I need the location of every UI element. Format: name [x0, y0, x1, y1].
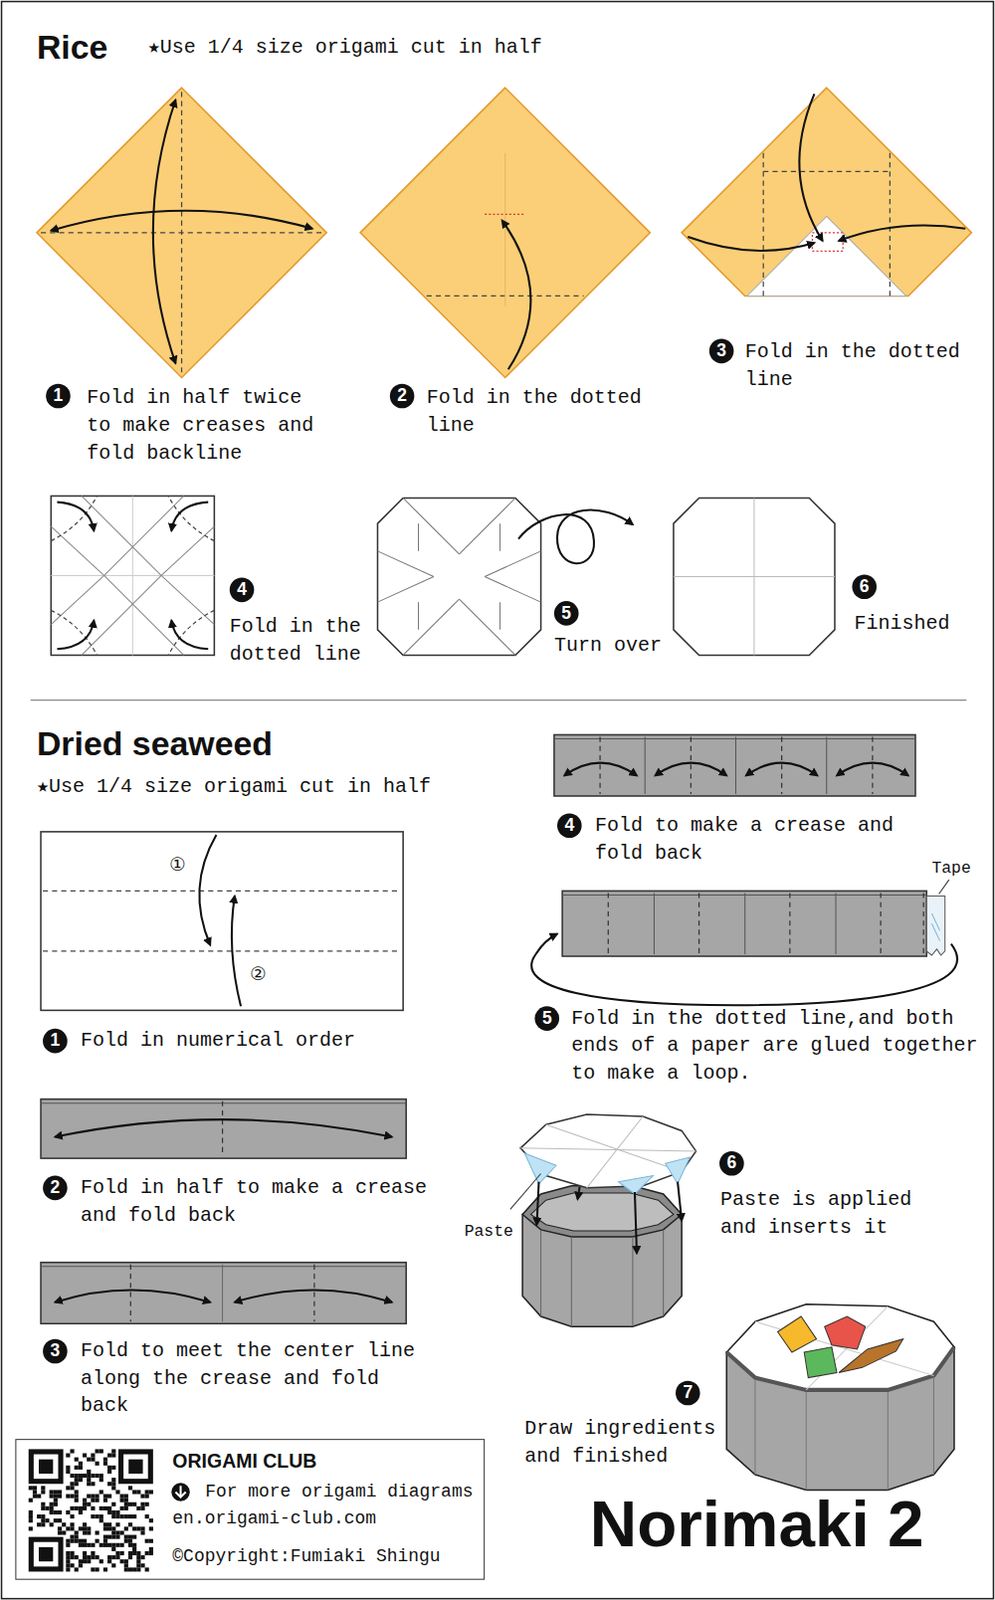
step-text: Fold to meet the center line along the c… [80, 1338, 433, 1421]
callout-number: 1 [45, 384, 71, 409]
step-text: Fold in half to make a crease and fold b… [80, 1175, 438, 1230]
callout-number: 2 [390, 384, 415, 409]
callout-number: 6 [851, 574, 877, 599]
callout-number: 7 [675, 1381, 701, 1406]
brand-name: ORIGAMI CLUB [172, 1449, 317, 1473]
step-text: Fold to make a crease and fold back [595, 811, 907, 867]
callout-number: 3 [42, 1339, 68, 1365]
callout-number: 6 [719, 1151, 745, 1177]
callout-number: 2 [42, 1176, 68, 1201]
note: ★Use 1/4 size origami cut in half [148, 34, 543, 63]
callout-number: 5 [554, 600, 580, 626]
part-label: Paste [464, 1222, 514, 1241]
step-text: Fold in the dotted line,and both ends of… [571, 1004, 985, 1088]
link-text: For more origami diagrams [204, 1480, 473, 1502]
step-text: Fold in half twice to make creases and f… [86, 385, 332, 468]
callout-number: 1 [42, 1028, 68, 1054]
diagram-title: Norimaki 2 [590, 1485, 925, 1562]
credit-box: ORIGAMI CLUB For more origami diagrams en.… [14, 1438, 485, 1581]
url-text: en.origami-club.com [172, 1508, 377, 1530]
callout-number: 3 [709, 339, 735, 365]
step-text: Fold in the dotted line [426, 385, 654, 440]
callout-number: 4 [229, 578, 255, 603]
step-text: Turn over [554, 632, 662, 661]
step-text: Draw ingredients and finished [524, 1415, 729, 1471]
callout-number: ① [169, 852, 187, 875]
section-heading: Dried seaweed [36, 724, 273, 764]
step-text: Fold in numerical order [80, 1027, 356, 1056]
section-heading: Rice [36, 28, 109, 68]
part-label: Tape [931, 859, 971, 878]
note: ★Use 1/4 size origami cut in half [36, 773, 431, 801]
callout-number: 5 [534, 1005, 560, 1031]
step-text: Fold in the dotted line [745, 339, 973, 395]
callout-number: ② [249, 962, 267, 985]
step-text: Paste is applied and inserts it [720, 1187, 930, 1242]
step-text: Finished [853, 609, 950, 638]
copyright-text: ©Copyright:Fumiaki Shingu [172, 1546, 440, 1568]
callout-number: 4 [557, 812, 583, 838]
step-text: Fold in the dotted line [229, 612, 374, 668]
